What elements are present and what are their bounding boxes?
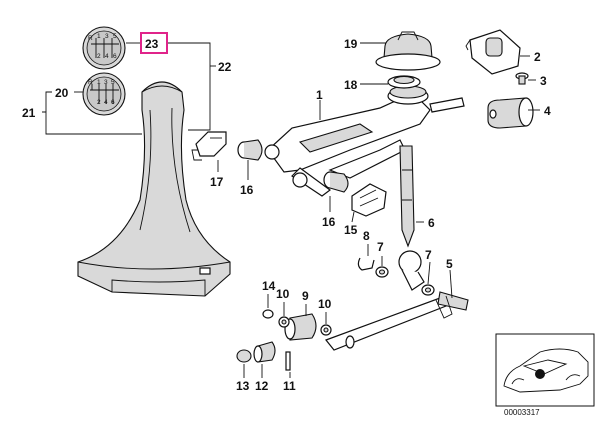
label-3[interactable]: 3 xyxy=(540,74,547,88)
knob-21-bot-3: 6 xyxy=(111,99,115,106)
label-18[interactable]: 18 xyxy=(344,78,358,92)
bracket-2[interactable] xyxy=(465,29,521,75)
label-21[interactable]: 20 xyxy=(55,86,69,100)
label-14[interactable]: 14 xyxy=(262,279,276,293)
ring-18[interactable] xyxy=(387,75,421,89)
knob-23-r: R xyxy=(88,35,93,42)
label-6[interactable]: 6 xyxy=(428,216,435,230)
dust-boot-19[interactable] xyxy=(375,31,441,71)
label-4[interactable]: 4 xyxy=(544,104,551,118)
label-16-upper[interactable]: 16 xyxy=(240,183,254,197)
label-13[interactable]: 13 xyxy=(236,379,250,393)
bolt-3[interactable] xyxy=(515,72,529,85)
label-8[interactable]: 8 xyxy=(363,229,370,243)
label-23[interactable]: 23 xyxy=(145,37,159,51)
clip-17[interactable] xyxy=(191,131,227,161)
knob-23[interactable]: R 1 3 5 2 4 6 xyxy=(82,26,126,70)
knob-21-top-3: 5 xyxy=(111,79,115,86)
washer-7-a[interactable] xyxy=(375,266,389,278)
label-15[interactable]: 15 xyxy=(344,223,358,237)
knob-21-top-2: 3 xyxy=(104,79,108,86)
clip-8[interactable] xyxy=(357,257,375,271)
highlight-box-23 xyxy=(140,32,168,54)
knob-21-top-1: 1 xyxy=(97,79,101,86)
knob-23-bot-1: 2 xyxy=(97,53,101,60)
leader-lines-left xyxy=(42,42,216,135)
label-2[interactable]: 2 xyxy=(534,50,541,64)
label-10-b[interactable]: 10 xyxy=(318,297,332,311)
leader-lines-right xyxy=(217,42,540,378)
label-9[interactable]: 9 xyxy=(302,289,309,303)
knob-21-bot-1: 2 xyxy=(97,99,101,106)
label-10-a[interactable]: 10 xyxy=(276,287,290,301)
washer-10-b[interactable] xyxy=(320,324,332,336)
clip-15[interactable] xyxy=(351,183,387,217)
label-16-lower[interactable]: 16 xyxy=(322,215,336,229)
shift-lever[interactable] xyxy=(264,85,465,197)
pin-11[interactable] xyxy=(285,351,291,371)
knob-23-top-1: 1 xyxy=(97,33,101,40)
knob-23-bot-2: 4 xyxy=(105,53,109,60)
reference-number: 00003317 xyxy=(504,408,540,417)
knob-21-top-0: R xyxy=(88,79,93,86)
knob-21-bot-2: 4 xyxy=(104,99,108,106)
washer-7-b[interactable] xyxy=(421,284,435,296)
bushing-4[interactable] xyxy=(487,97,534,129)
car-inset: 00003317 xyxy=(495,333,595,417)
label-17[interactable]: 17 xyxy=(210,175,224,189)
knob-23-bot-3: 6 xyxy=(113,53,117,60)
location-marker-icon xyxy=(535,369,545,379)
label-19[interactable]: 19 xyxy=(344,37,358,51)
selector-rod-5[interactable] xyxy=(325,291,469,351)
bushing-16-upper[interactable] xyxy=(237,139,263,161)
joint-9[interactable] xyxy=(284,313,317,341)
shift-boot[interactable] xyxy=(77,81,231,297)
knob-21[interactable]: R 1 3 5 2 4 6 xyxy=(82,72,126,116)
knob-23-top-3: 5 xyxy=(113,33,117,40)
label-7-a[interactable]: 7 xyxy=(377,240,384,254)
knob-23-top-2: 3 xyxy=(105,33,109,40)
label-11[interactable]: 11 xyxy=(283,379,296,393)
label-1[interactable]: 1 xyxy=(316,88,323,102)
cap-13[interactable] xyxy=(236,349,252,363)
bushing-12[interactable] xyxy=(253,341,276,363)
bushing-16-lower[interactable] xyxy=(323,171,349,193)
shift-rod-6[interactable] xyxy=(398,145,425,291)
label-22[interactable]: 22 xyxy=(218,60,232,74)
label-20[interactable]: 21 xyxy=(22,106,36,120)
washer-14[interactable] xyxy=(262,309,274,319)
label-7-b[interactable]: 7 xyxy=(425,248,432,262)
washer-10-a[interactable] xyxy=(278,316,290,328)
car-outline-icon xyxy=(503,348,589,393)
label-5[interactable]: 5 xyxy=(446,257,453,271)
label-12[interactable]: 12 xyxy=(255,379,269,393)
